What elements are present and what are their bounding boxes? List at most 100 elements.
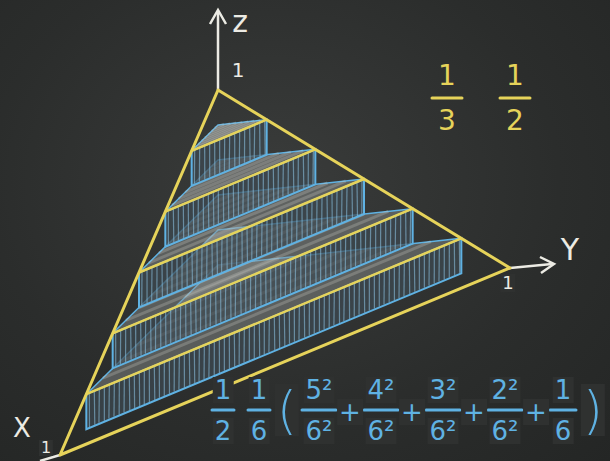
chalk-hatching — [104, 388, 105, 421]
chalk-hatching — [189, 352, 191, 385]
chalk-hatching — [140, 323, 142, 356]
chalk-hatching — [186, 254, 187, 287]
chalk-hatching — [248, 178, 249, 211]
chalk-hatching — [395, 217, 397, 250]
chalk-hatching — [216, 241, 218, 274]
chalk-hatching — [145, 321, 146, 354]
numerator: 1 — [436, 62, 458, 90]
fraction-bar — [500, 97, 530, 100]
fraction-bar — [426, 409, 460, 412]
parenthesis: ( — [275, 384, 299, 436]
chalk-hatching — [410, 210, 412, 243]
chalk-hatching — [213, 193, 215, 226]
chalk-hatching — [365, 229, 366, 262]
chalk-hatching — [316, 200, 318, 233]
chalk-hatching — [459, 240, 461, 273]
chalk-hatching — [149, 369, 150, 402]
chalk-hatching — [245, 279, 246, 312]
chalk-hatching — [282, 164, 284, 197]
chalk-hatching — [320, 248, 321, 281]
chalk-hatching — [265, 271, 267, 304]
chalk-hatching — [113, 384, 115, 417]
chalk-hatching — [219, 140, 220, 173]
numerator: 4² — [366, 377, 397, 403]
chalk-hatching — [123, 379, 124, 412]
denominator: 6 — [249, 418, 270, 444]
plus-sign: + — [337, 399, 363, 425]
fraction-bar — [302, 409, 336, 412]
chalk-hatching — [244, 130, 245, 163]
chalk-hatching — [268, 170, 269, 203]
chalk-hatching — [129, 377, 131, 410]
chalk-hatching — [170, 310, 171, 343]
fraction-bar — [550, 409, 576, 412]
chalk-hatching — [188, 203, 189, 236]
chalk-hatching — [108, 386, 110, 419]
chalk-hatching — [233, 184, 235, 217]
chalk-hatching — [251, 227, 252, 260]
chalk-hatching — [155, 316, 156, 349]
numerator: 1 — [504, 62, 526, 90]
chalk-hatching — [134, 375, 135, 408]
chalk-hatching — [305, 254, 306, 287]
plus-sign: + — [523, 399, 549, 425]
chalk-hatching — [195, 300, 197, 333]
chalk-hatching — [370, 227, 372, 260]
denominator: 6² — [304, 418, 335, 444]
chalk-hatching — [250, 277, 252, 310]
chalk-hatching — [246, 229, 248, 262]
chalk-hatching — [369, 278, 370, 311]
chalk-hatching — [98, 390, 100, 423]
y-axis — [510, 264, 552, 268]
chalk-hatching — [390, 219, 391, 252]
chalk-hatching — [295, 258, 297, 291]
chalk-hatching — [323, 296, 324, 329]
fraction-bar — [488, 409, 522, 412]
chalk-hatching — [242, 180, 244, 213]
staircase — [86, 120, 461, 430]
axis-tick: 1 — [500, 274, 515, 292]
chalk-hatching — [199, 149, 201, 182]
chalk-hatching — [405, 213, 407, 246]
chalk-hatching — [130, 327, 132, 360]
numerator: 5² — [304, 377, 335, 403]
chalk-hatching — [178, 357, 180, 390]
chalk-hatching — [194, 151, 195, 184]
chalk-hatching — [150, 319, 152, 352]
chalk-hatching — [301, 206, 302, 239]
chalk-hatching — [385, 221, 386, 254]
tetrahedron-outline — [60, 90, 510, 455]
chalk-hatching — [238, 182, 239, 215]
chalk-hatching — [211, 243, 213, 276]
chalk-hatching — [208, 344, 210, 377]
chalk-hatching — [438, 248, 440, 281]
chalk-hatching — [174, 359, 175, 392]
plus-sign: + — [461, 399, 487, 425]
chalk-hatching — [298, 307, 300, 340]
chalk-hatching — [146, 270, 147, 303]
chalk-hatching — [206, 245, 207, 278]
axis-tick: 1 — [39, 440, 53, 456]
chalk-hatching — [339, 290, 340, 323]
chalk-hatching — [221, 239, 223, 272]
denominator: 2 — [504, 107, 526, 135]
chalk-hatching — [229, 136, 231, 169]
chalk-hatching — [176, 258, 177, 291]
chalk-hatching — [255, 275, 256, 308]
chalk-hatching — [254, 126, 256, 159]
fraction-bar — [212, 409, 234, 412]
chalk-hatching — [218, 191, 219, 224]
chalk-hatching — [409, 261, 411, 294]
chalk-hatching — [355, 233, 356, 266]
denominator: 6 — [553, 418, 574, 444]
numerator: 1 — [213, 377, 234, 403]
chalk-hatching — [243, 330, 244, 363]
axis-name: X — [11, 415, 33, 441]
chalk-hatching — [268, 319, 270, 352]
numerator: 2² — [490, 377, 521, 403]
fraction-bar — [432, 97, 462, 100]
chalk-hatching — [326, 195, 328, 228]
chalk-hatching — [358, 282, 360, 315]
numerator: 1 — [249, 377, 270, 403]
chalk-hatching — [139, 373, 141, 406]
